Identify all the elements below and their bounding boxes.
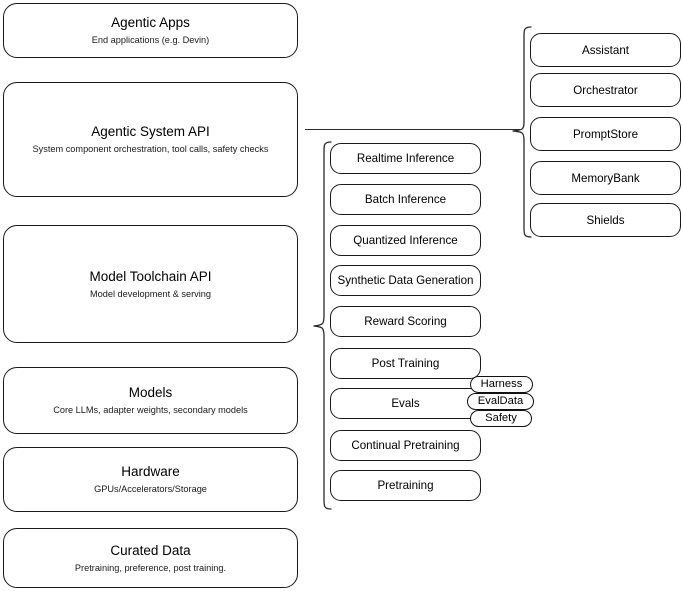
stack-layer-hardware[interactable]: Hardware GPUs/Accelerators/Storage: [3, 447, 298, 512]
system-components-brace: [512, 26, 532, 238]
stack-layer-title: Model Toolchain API: [89, 268, 212, 284]
stack-layer-subtitle: GPUs/Accelerators/Storage: [94, 484, 207, 494]
system-component-label: MemoryBank: [571, 171, 640, 185]
toolchain-component-evals[interactable]: Evals: [330, 388, 481, 419]
stack-layer-subtitle: End applications (e.g. Devin): [91, 35, 210, 45]
toolchain-component-label: Post Training: [371, 357, 440, 370]
eval-subcomponent-label: EvalData: [477, 395, 524, 407]
stack-layer-model-toolchain-api[interactable]: Model Toolchain API Model development & …: [3, 225, 298, 343]
stack-layer-agentic-system-api[interactable]: Agentic System API System component orch…: [3, 82, 298, 197]
stack-layer-models[interactable]: Models Core LLMs, adapter weights, secon…: [3, 367, 298, 434]
system-component-shields[interactable]: Shields: [530, 203, 681, 237]
stack-layer-subtitle: Model development & serving: [89, 288, 212, 299]
stack-layer-title: Hardware: [121, 464, 180, 479]
toolchain-component-synthetic-data-generation[interactable]: Synthetic Data Generation: [330, 265, 481, 296]
toolchain-components-brace: [313, 141, 332, 510]
toolchain-component-label: Quantized Inference: [353, 234, 458, 247]
toolchain-component-quantized-inference[interactable]: Quantized Inference: [330, 225, 481, 256]
toolchain-component-post-training[interactable]: Post Training: [330, 348, 481, 379]
toolchain-component-label: Reward Scoring: [364, 315, 447, 328]
system-component-orchestrator[interactable]: Orchestrator: [530, 73, 681, 107]
toolchain-component-label: Continual Pretraining: [351, 439, 460, 452]
stack-layer-subtitle: Pretraining, preference, post training.: [74, 562, 227, 573]
toolchain-component-batch-inference[interactable]: Batch Inference: [330, 184, 481, 215]
stack-layer-title: Agentic System API: [91, 124, 210, 139]
system-component-label: PromptStore: [572, 127, 639, 141]
toolchain-component-label: Pretraining: [377, 479, 434, 492]
system-component-label: Assistant: [581, 43, 630, 57]
system-component-promptstore[interactable]: PromptStore: [530, 117, 681, 151]
stack-layer-subtitle: Core LLMs, adapter weights, secondary mo…: [53, 405, 248, 415]
eval-subcomponent-label: Safety: [485, 412, 517, 424]
toolchain-component-label: Synthetic Data Generation: [337, 274, 474, 287]
stack-layer-title: Curated Data: [110, 542, 191, 558]
toolchain-component-reward-scoring[interactable]: Reward Scoring: [330, 306, 481, 337]
toolchain-component-realtime-inference[interactable]: Realtime Inference: [330, 143, 481, 174]
eval-subcomponent-label: Harness: [480, 378, 523, 390]
toolchain-component-label: Evals: [391, 397, 420, 410]
system-component-label: Shields: [586, 213, 625, 227]
eval-subcomponent-harness[interactable]: Harness: [470, 376, 533, 393]
system-component-assistant[interactable]: Assistant: [530, 33, 681, 67]
system-api-connector-line: [305, 129, 520, 130]
eval-subcomponent-evaldata[interactable]: EvalData: [467, 393, 534, 410]
toolchain-component-label: Realtime Inference: [356, 152, 455, 165]
stack-layer-title: Agentic Apps: [111, 15, 190, 30]
toolchain-component-pretraining[interactable]: Pretraining: [330, 470, 481, 501]
stack-layer-subtitle: System component orchestration, tool cal…: [32, 144, 269, 154]
system-component-memorybank[interactable]: MemoryBank: [530, 161, 681, 195]
eval-subcomponent-safety[interactable]: Safety: [470, 410, 532, 427]
system-component-label: Orchestrator: [573, 83, 638, 97]
toolchain-component-label: Batch Inference: [364, 193, 447, 206]
toolchain-component-continual-pretraining[interactable]: Continual Pretraining: [330, 430, 481, 461]
stack-layer-curated-data[interactable]: Curated Data Pretraining, preference, po…: [3, 528, 298, 588]
stack-layer-title: Models: [128, 385, 173, 400]
stack-layer-agentic-apps[interactable]: Agentic Apps End applications (e.g. Devi…: [3, 3, 298, 58]
